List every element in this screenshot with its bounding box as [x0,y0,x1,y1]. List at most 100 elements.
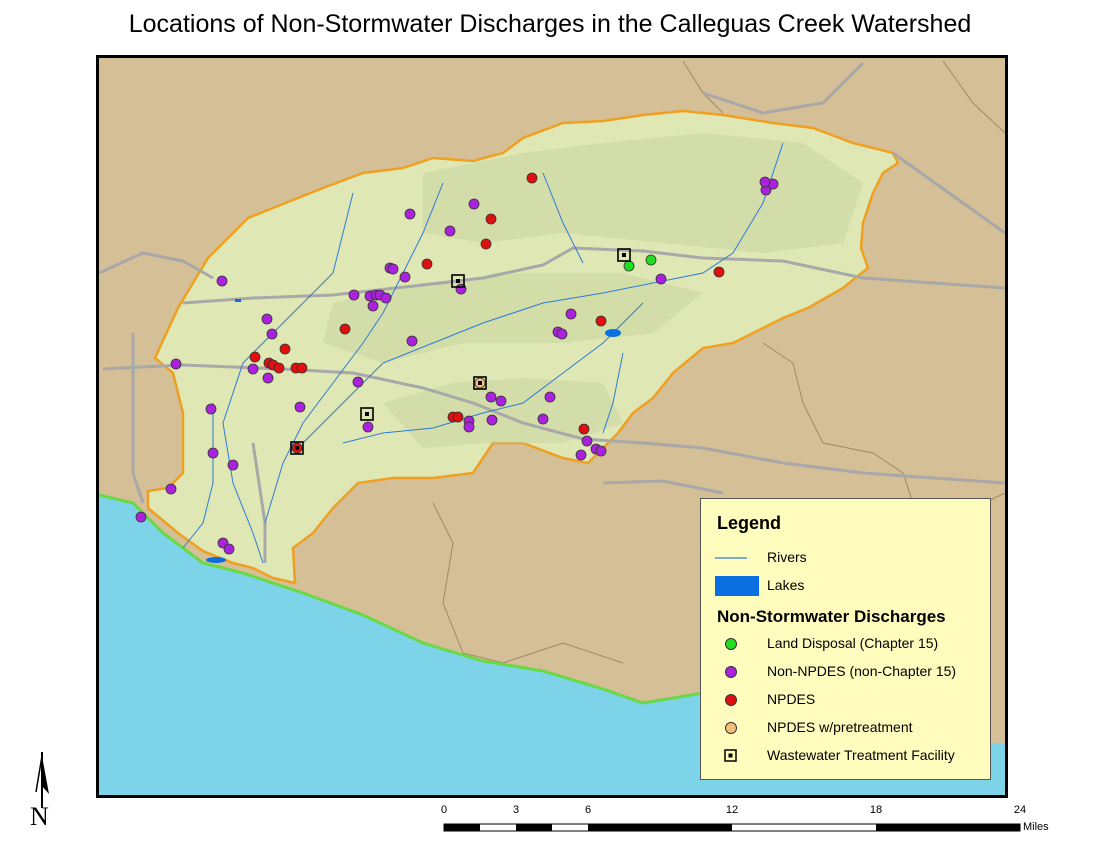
legend-item-npdes: NPDES [715,689,985,711]
non-npdes-point [537,413,549,425]
non-npdes-point [205,403,217,415]
npdes-point [595,315,607,327]
non-npdes-point [655,273,667,285]
non-npdes-point [247,363,259,375]
legend-label-rivers: Rivers [767,549,807,565]
non-npdes-point [348,289,360,301]
non-npdes-point [485,391,497,403]
non-npdes-point [261,313,273,325]
npdes-point [578,423,590,435]
legend-label-non-npdes: Non-NPDES (non-Chapter 15) [767,663,957,679]
scale-tick-2: 6 [584,804,592,816]
land-disposal-point [645,254,657,266]
wwtf-marker-center [365,412,369,416]
non-npdes-point [486,414,498,426]
non-npdes-point [759,176,771,188]
legend-label-wwtf: Wastewater Treatment Facility [767,747,955,763]
wwtf-marker-center [295,446,299,450]
legend-item-non-npdes: Non-NPDES (non-Chapter 15) [715,661,985,683]
map-frame [96,55,1008,798]
non-npdes-point [444,225,456,237]
map-title: Locations of Non-Stormwater Discharges i… [128,10,972,38]
wwtf-marker [473,376,487,390]
non-npdes-point [352,376,364,388]
legend-label-npdes-pretreatment: NPDES w/pretreatment [767,719,913,735]
north-arrow-icon [35,752,49,808]
npdes-point [526,172,538,184]
non-npdes-point [266,328,278,340]
non-npdes-point [581,435,593,447]
non-npdes-point [565,308,577,320]
wwtf-marker [617,248,631,262]
non-npdes-point [227,459,239,471]
wwtf-marker [360,407,374,421]
non-npdes-swatch [725,666,737,678]
scale-tick-4: 18 [869,804,883,816]
non-npdes-point [463,421,475,433]
wwtf-marker-center [456,279,460,283]
wwtf-swatch-icon [724,749,737,762]
scale-bar: 0 3 6 12 18 24 Miles [420,800,1080,840]
non-npdes-points [135,176,779,555]
non-npdes-point [170,358,182,370]
npdes-points [249,172,725,454]
scale-tick-1: 3 [512,804,520,816]
legend-label-lakes: Lakes [767,577,805,593]
non-npdes-point [406,335,418,347]
npdes-point [273,362,285,374]
legend-item-npdes-pretreatment: NPDES w/pretreatment [715,717,985,739]
land-disposal-points [623,254,657,272]
coastline [99,493,704,705]
land-disposal-point [623,260,635,272]
non-npdes-point [556,328,568,340]
non-npdes-point [165,483,177,495]
non-npdes-point [223,543,235,555]
non-npdes-point [380,292,392,304]
scale-bar-graphic [443,823,1021,832]
map-canvas [99,58,1005,795]
north-label: N [30,802,49,831]
north-arrow: N [28,750,58,835]
non-npdes-point [367,300,379,312]
legend-item-land-disposal: Land Disposal (Chapter 15) [715,633,985,655]
non-npdes-point [468,198,480,210]
lakes [206,299,621,563]
scale-tick-5: 24 [1013,804,1027,816]
legend-title: Legend [717,513,782,533]
non-npdes-point [262,372,274,384]
wwtf-points [290,248,631,455]
npdes-point [421,258,433,270]
rivers [182,142,784,564]
scale-units: Miles [1023,821,1049,833]
legend: Legend Rivers Lakes Non-Stormwater Disch… [700,498,991,780]
non-npdes-point [399,271,411,283]
legend-item-rivers: Rivers [715,547,985,569]
npdes-swatch [725,694,737,706]
npdes-point [452,411,464,423]
npdes-point [485,213,497,225]
legend-subtitle: Non-Stormwater Discharges [717,607,946,626]
npdes-pretreatment-swatch [725,722,737,734]
non-npdes-point [362,421,374,433]
legend-item-lakes: Lakes [715,575,985,597]
legend-item-wwtf: Wastewater Treatment Facility [715,745,985,767]
wwtf-marker-center [622,253,626,257]
legend-label-land-disposal: Land Disposal (Chapter 15) [767,635,939,651]
npdes-point [480,238,492,250]
non-npdes-point [216,275,228,287]
wwtf-marker-center [478,381,482,385]
scale-tick-3: 12 [725,804,739,816]
non-npdes-point [135,511,147,523]
non-npdes-point [575,449,587,461]
npdes-point [713,266,725,278]
npdes-point [249,351,261,363]
non-npdes-point [544,391,556,403]
scale-tick-0: 0 [440,804,448,816]
non-npdes-point [404,208,416,220]
wwtf-marker [290,441,304,455]
non-npdes-point [387,263,399,275]
npdes-point [279,343,291,355]
non-npdes-point [294,401,306,413]
non-npdes-point [595,445,607,457]
legend-label-npdes: NPDES [767,691,816,707]
